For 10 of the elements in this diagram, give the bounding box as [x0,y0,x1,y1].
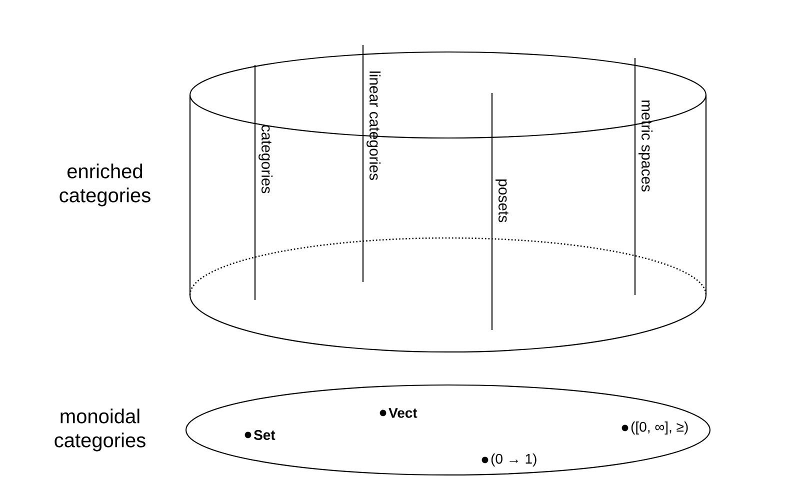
point-label: (0 → 1) [482,453,536,466]
side-label: enriched categories [60,164,150,206]
labelled-line: posets [491,93,508,330]
point-label: Set [244,430,276,440]
side-label: monoidal categories [54,408,146,452]
labelled-line: metric spaces [634,58,653,295]
point-label: Vect [380,408,418,418]
labelled-line: linear categories [362,45,381,282]
point-label: ([0, ∞], ≥) [622,421,688,434]
labelled-line: categories [254,65,273,300]
